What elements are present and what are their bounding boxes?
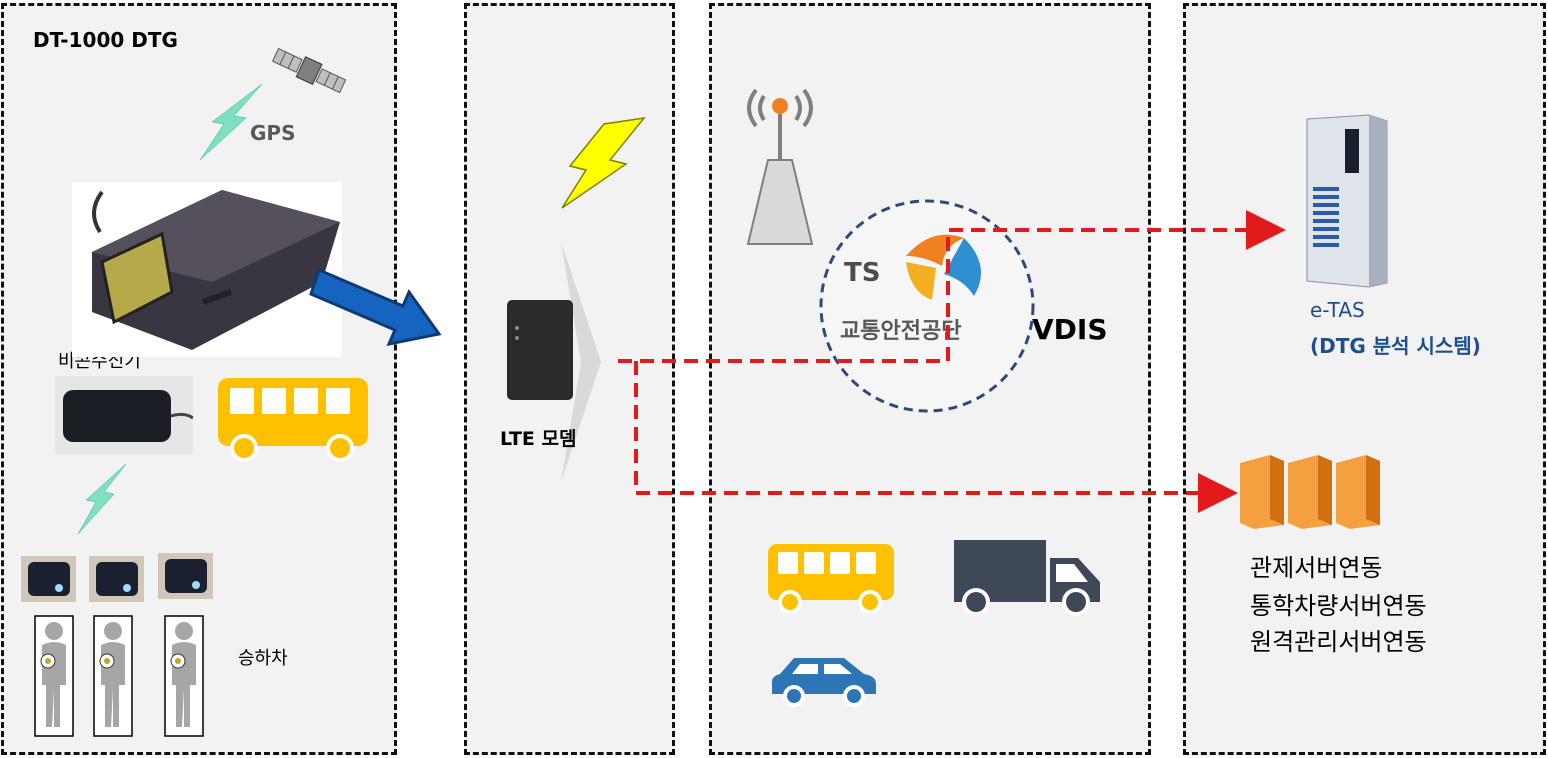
- beacon-tag-image: [21, 556, 76, 602]
- server-link-item: 원격관리서버연동: [1250, 628, 1427, 656]
- lte-modem-image: [507, 242, 601, 482]
- beacon-signal-icon: [77, 463, 127, 535]
- etas-title: e-TAS: [1310, 298, 1365, 322]
- beacon-tag-image: [158, 553, 213, 599]
- student-icon: [34, 615, 74, 737]
- satellite-icon: [271, 47, 347, 94]
- data-flow-arrow-icon: [309, 267, 442, 347]
- modem-label: LTE 모뎀: [500, 428, 577, 450]
- gps-label: GPS: [250, 121, 296, 145]
- boarding-label: 승하차: [238, 648, 288, 669]
- bus-icon: [218, 378, 368, 462]
- vdis-panel: [709, 3, 1151, 755]
- ts-name: 교통안전공단: [840, 319, 962, 344]
- etas-subtitle: (DTG 분석 시스템): [1310, 334, 1481, 358]
- gps-signal-icon: [199, 83, 263, 161]
- etas-server-icon: [1306, 114, 1388, 288]
- student-icon: [164, 615, 204, 737]
- server-link-item: 통학차량서버연동: [1250, 592, 1427, 620]
- beacon-receiver-image: [55, 376, 194, 454]
- vdis-label: VDIS: [1032, 313, 1108, 346]
- ts-logo-circle: [819, 199, 1035, 413]
- bus-icon: [768, 544, 894, 614]
- server-panel: [1183, 3, 1546, 755]
- device-title: DT-1000 DTG: [33, 28, 178, 52]
- antenna-tower-icon: [746, 88, 814, 245]
- server-link-item: 관제서버연동: [1250, 554, 1383, 582]
- student-icon: [93, 615, 133, 737]
- dtg-device-image: [72, 182, 342, 357]
- truck-icon: [954, 540, 1100, 616]
- wireless-signal-icon: [561, 116, 646, 209]
- server-cluster-icon: [1240, 455, 1380, 529]
- ts-abbr: TS: [844, 258, 881, 288]
- car-icon: [772, 658, 876, 707]
- beacon-tag-image: [89, 556, 144, 602]
